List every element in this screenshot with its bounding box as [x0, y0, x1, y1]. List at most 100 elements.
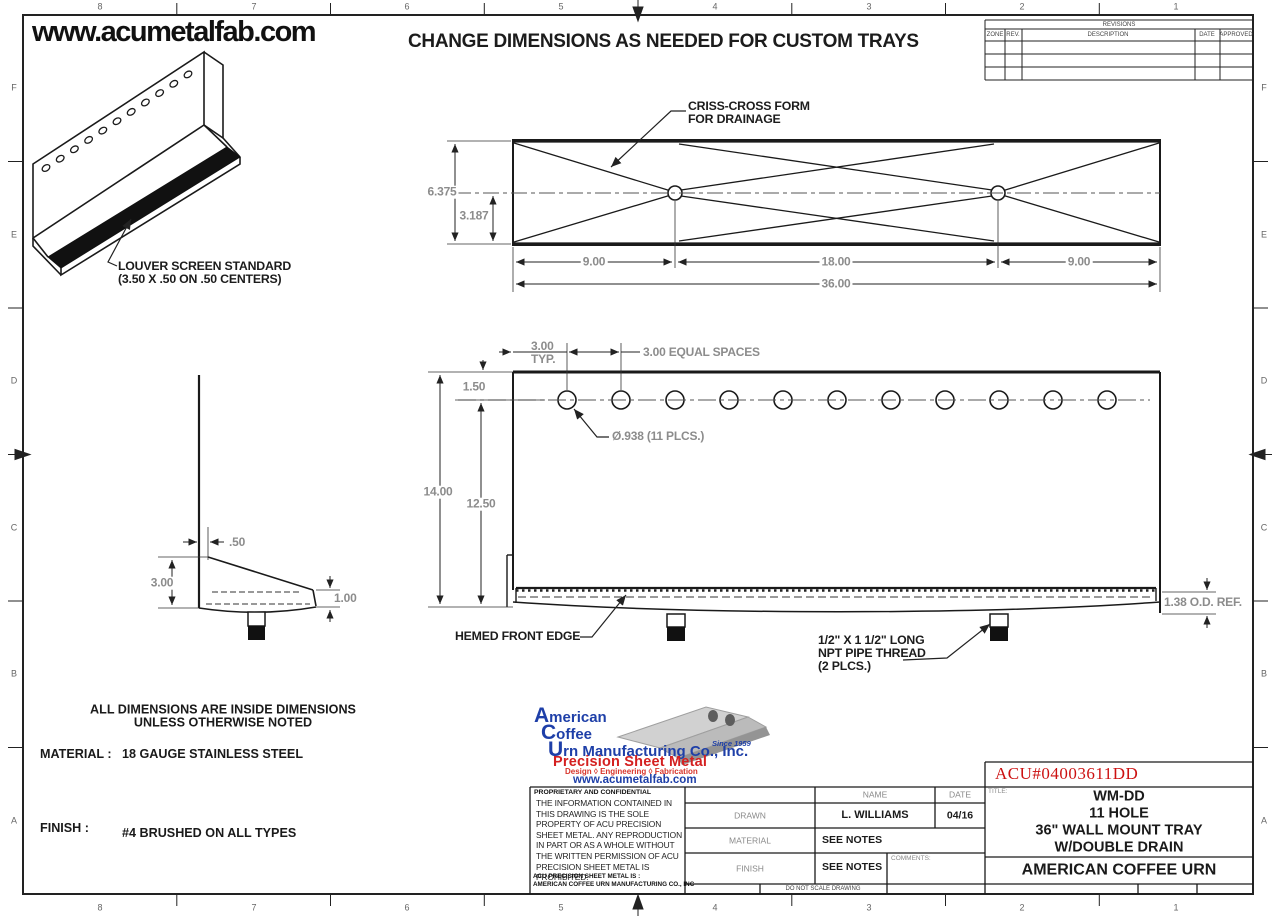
zone-col-label: 1 — [1173, 1, 1179, 12]
owner-line2: AMERICAN COFFEE URN MANUFACTURING CO., I… — [533, 881, 695, 888]
zone-col-label: 2 — [1019, 902, 1025, 913]
registration-arrows — [8, 0, 1272, 916]
dim-top-overall: 36.00 — [819, 276, 853, 291]
dim-front-edge-offset-suffix: TYP. — [531, 352, 556, 366]
zone-col-label: 6 — [404, 1, 410, 12]
logo-since: Since 1959 — [712, 739, 751, 748]
finish-value: SEE NOTES — [822, 861, 883, 873]
sheet-heading: CHANGE DIMENSIONS AS NEEDED FOR CUSTOM T… — [408, 31, 919, 52]
logo-services: Design ◊ Engineering ◊ Fabrication — [565, 767, 698, 776]
zone-col-label: 4 — [712, 1, 718, 12]
zone-col-label: 3 — [866, 1, 872, 12]
side-view-lines — [158, 375, 340, 640]
zone-col-label: 8 — [97, 902, 103, 913]
logo-line1: American — [534, 704, 607, 727]
zone-row-label: F — [1261, 82, 1267, 93]
material-note-label: MATERIAL : — [40, 747, 112, 761]
dim-front-overall-height: 14.00 — [421, 484, 455, 499]
louver-callout-line1: LOUVER SCREEN STANDARD — [118, 259, 292, 273]
col-name-header: NAME — [862, 789, 888, 800]
dim-top-height: 6.375 — [425, 184, 459, 199]
title-label: TITLE: — [988, 788, 1008, 795]
hem-callout: HEMED FRONT EDGE — [455, 629, 581, 643]
louver-callout-line2: (3.50 X .50 ON .50 CENTERS) — [118, 272, 282, 286]
website-header: www.acumetalfab.com — [32, 16, 317, 48]
dim-side-height: 3.00 — [148, 575, 176, 590]
title-line1: WM-DD — [1093, 788, 1145, 805]
col-date-header: DATE — [948, 789, 972, 800]
no-scale-note: DO NOT SCALE DRAWING — [785, 885, 861, 892]
zone-row-label: E — [10, 229, 18, 240]
zone-row-label: A — [10, 815, 18, 826]
dim-front-spacing: 3.00 EQUAL SPACES — [643, 345, 760, 359]
top-view-lines — [447, 110, 1161, 292]
od-ref-callout: 1.38 O.D. REF. — [1164, 595, 1242, 609]
title-line3: 36" WALL MOUNT TRAY — [1035, 822, 1203, 839]
finish-note-label: FINISH : — [40, 821, 89, 835]
revisions-table-lines — [984, 19, 1253, 81]
dim-top-center-span: 18.00 — [819, 254, 853, 269]
dimension-note-line2: UNLESS OTHERWISE NOTED — [133, 715, 313, 730]
hole-diameter-callout: Ø.938 (11 PLCS.) — [612, 429, 705, 443]
title-line4: W/DOUBLE DRAIN — [1054, 839, 1184, 856]
zone-row-label: B — [1260, 668, 1268, 679]
revisions-col-zone: ZONE — [986, 31, 1004, 38]
zone-col-label: 8 — [97, 1, 103, 12]
part-number: ACU#04003611DD — [995, 764, 1139, 783]
revisions-col-approved: APPROVED — [1219, 31, 1253, 38]
comments-label: COMMENTS: — [891, 855, 931, 862]
proprietary-body: THE INFORMATION CONTAINED IN THIS DRAWIN… — [536, 798, 683, 883]
iso-view-lines — [32, 50, 241, 277]
dim-top-half-height: 3.187 — [457, 208, 491, 223]
revisions-title: REVISIONS — [1102, 21, 1136, 28]
title-block-lines — [529, 761, 1253, 894]
front-view-lines — [428, 343, 1216, 661]
drain-fittings — [666, 613, 1009, 641]
drawn-name: L. WILLIAMS — [841, 809, 909, 822]
owner-line1: ACU PRECISION SHEET METAL IS : — [533, 873, 641, 880]
zone-row-label: D — [1260, 375, 1268, 386]
revisions-col-date: DATE — [1199, 31, 1215, 38]
logo-tagline: Precision Sheet Metal — [553, 754, 708, 770]
zone-row-label: F — [11, 82, 17, 93]
zone-row-label: C — [10, 522, 18, 533]
proprietary-title: PROPRIETARY AND CONFIDENTIAL — [534, 789, 652, 796]
zone-row-label: C — [1260, 522, 1268, 533]
zone-col-label: 7 — [251, 1, 257, 12]
npt-callout-line3: (2 PLCS.) — [818, 659, 871, 673]
finish-note-value: #4 BRUSHED ON ALL TYPES — [122, 826, 297, 840]
crisscross-callout-line1: CRISS-CROSS FORM — [688, 99, 810, 113]
zone-col-label: 1 — [1173, 902, 1179, 913]
dim-side-lip: 1.00 — [334, 591, 357, 605]
zone-col-label: 7 — [251, 902, 257, 913]
logo-line3: Urn Manufacturing Co., Inc. — [548, 738, 749, 761]
dim-front-top-offset: 1.50 — [460, 379, 488, 394]
zone-col-label: 3 — [866, 902, 872, 913]
finish-label: FINISH — [736, 863, 764, 874]
revisions-col-rev: REV. — [1006, 31, 1020, 38]
title-line2: 11 HOLE — [1089, 805, 1149, 822]
zone-row-label: A — [1260, 815, 1268, 826]
npt-callout-line2: NPT PIPE THREAD — [818, 646, 926, 660]
material-note-value: 18 GAUGE STAINLESS STEEL — [122, 747, 304, 761]
zone-row-label: B — [10, 668, 18, 679]
logo-tray-graphic — [616, 706, 770, 765]
dim-front-edge-offset: 3.00 — [531, 339, 554, 353]
drawn-label: DRAWN — [734, 810, 766, 821]
dim-side-hem: .50 — [229, 535, 246, 549]
dim-top-right-span: 9.00 — [1065, 254, 1093, 269]
npt-callout-line1: 1/2" X 1 1/2" LONG — [818, 633, 925, 647]
material-value: SEE NOTES — [822, 834, 883, 846]
company-name: AMERICAN COFFEE URN — [1021, 861, 1217, 879]
zone-col-label: 2 — [1019, 1, 1025, 12]
dimension-note-line1: ALL DIMENSIONS ARE INSIDE DIMENSIONS — [90, 702, 356, 717]
zone-col-label: 6 — [404, 902, 410, 913]
dim-front-inner-height: 12.50 — [464, 496, 498, 511]
drawn-date: 04/16 — [946, 809, 974, 822]
logo-website: www.acumetalfab.com — [573, 774, 697, 786]
zone-col-label: 4 — [712, 902, 718, 913]
zone-col-label: 5 — [558, 1, 564, 12]
logo-line2: Coffee — [541, 721, 593, 744]
